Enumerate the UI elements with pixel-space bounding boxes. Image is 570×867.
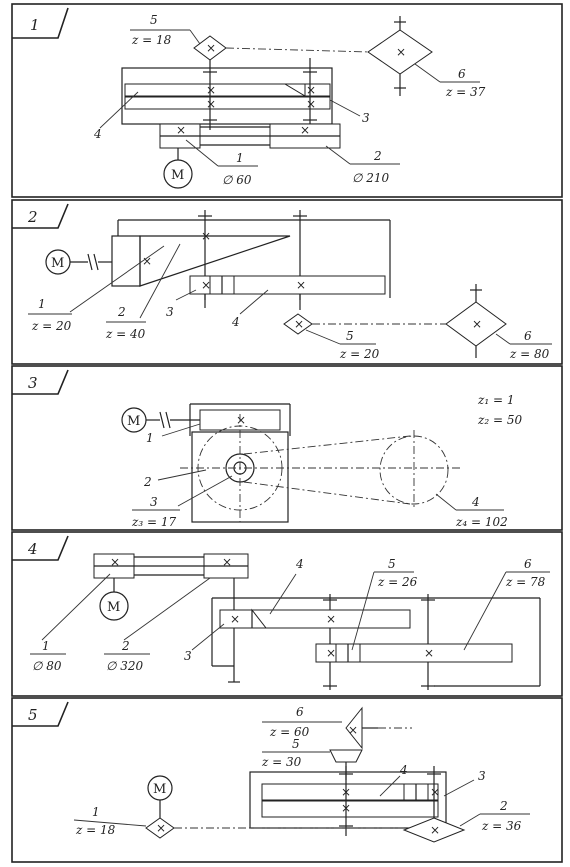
label-6-num: 6 xyxy=(458,67,466,81)
label-6-z: z = 80 xyxy=(509,347,550,361)
panel-number: 4 xyxy=(27,540,38,558)
label-6-z: z = 78 xyxy=(505,575,546,589)
motor-symbol: M xyxy=(153,782,166,797)
panel-number: 2 xyxy=(27,208,38,226)
label-5-z: z = 20 xyxy=(339,347,380,361)
label-5-num: 5 xyxy=(150,13,158,27)
panel-4: 4 × × M × × × × xyxy=(11,531,563,697)
svg-text:×: × xyxy=(201,278,211,292)
label-4: 4 xyxy=(399,763,408,777)
motor-symbol: M xyxy=(107,600,120,615)
label-2-num: 2 xyxy=(121,639,130,653)
svg-text:×: × xyxy=(306,83,316,97)
label-z2: z₂ = 50 xyxy=(477,413,522,427)
label-6-z: z = 37 xyxy=(445,85,486,99)
label-2-z: z = 36 xyxy=(481,819,522,833)
label-1: 1 xyxy=(146,431,154,445)
svg-text:×: × xyxy=(472,317,482,331)
label-2-num: 2 xyxy=(373,149,382,163)
label-4: 4 xyxy=(93,127,102,141)
label-6-num: 6 xyxy=(524,557,532,571)
label-3: 3 xyxy=(166,305,174,319)
label-5-z: z = 30 xyxy=(261,755,302,769)
label-1-num: 1 xyxy=(38,297,46,311)
panel-number: 1 xyxy=(30,16,40,34)
label-5-z: z = 26 xyxy=(377,575,418,589)
svg-text:×: × xyxy=(206,97,216,111)
svg-text:×: × xyxy=(430,785,440,799)
svg-text:×: × xyxy=(201,229,211,243)
label-1-d: ∅ 80 xyxy=(32,659,62,673)
label-1-d: ∅ 60 xyxy=(222,173,252,187)
label-6-z: z = 60 xyxy=(269,725,310,739)
panel-3: 3 M × z₁ = 1 z₂ = 50 1 2 xyxy=(11,365,563,531)
svg-text:×: × xyxy=(206,83,216,97)
label-6-num: 6 xyxy=(524,329,532,343)
label-4: 4 xyxy=(231,315,240,329)
label-1-num: 1 xyxy=(92,805,100,819)
label-5-num: 5 xyxy=(388,557,396,571)
svg-text:×: × xyxy=(142,254,152,268)
svg-text:×: × xyxy=(206,41,216,55)
panel-5: 5 × × × × × M × 6 z = 60 xyxy=(11,697,563,863)
label-4-num: 4 xyxy=(471,495,480,509)
svg-text:×: × xyxy=(110,555,120,569)
svg-text:×: × xyxy=(222,555,232,569)
label-4-z: z₄ = 102 xyxy=(455,515,508,529)
svg-text:×: × xyxy=(430,823,440,837)
svg-text:×: × xyxy=(156,821,166,835)
label-3: 3 xyxy=(184,649,192,663)
label-2-d: ∅ 210 xyxy=(352,171,390,185)
label-3-z: z₃ = 17 xyxy=(131,515,176,529)
label-4: 4 xyxy=(295,557,304,571)
label-2-d: ∅ 320 xyxy=(106,659,144,673)
svg-text:×: × xyxy=(236,413,246,427)
label-3: 3 xyxy=(362,111,370,125)
label-1-z: z = 18 xyxy=(75,823,116,837)
panel-number: 5 xyxy=(28,706,38,724)
panel-1: 1 × × × × × × M × × xyxy=(11,3,563,198)
svg-text:×: × xyxy=(296,278,306,292)
label-5-z: z = 18 xyxy=(131,33,172,47)
motor-symbol: M xyxy=(127,414,140,429)
label-1-num: 1 xyxy=(236,151,244,165)
label-2-num: 2 xyxy=(499,799,508,813)
svg-text:×: × xyxy=(306,97,316,111)
svg-text:×: × xyxy=(326,612,336,626)
label-5-num: 5 xyxy=(346,329,354,343)
svg-text:×: × xyxy=(300,123,310,137)
svg-text:×: × xyxy=(230,612,240,626)
label-2: 2 xyxy=(143,475,152,489)
motor-symbol: M xyxy=(171,168,184,183)
svg-text:×: × xyxy=(424,646,434,660)
svg-text:×: × xyxy=(396,45,406,59)
label-1-num: 1 xyxy=(42,639,50,653)
svg-text:×: × xyxy=(294,317,304,331)
label-2-num: 2 xyxy=(117,305,126,319)
svg-text:×: × xyxy=(176,123,186,137)
svg-text:×: × xyxy=(326,646,336,660)
motor-symbol: M xyxy=(51,256,64,271)
label-3: 3 xyxy=(478,769,486,783)
label-6-num: 6 xyxy=(296,705,304,719)
label-z1: z₁ = 1 xyxy=(477,393,514,407)
panel-2: 2 M × × × × × × xyxy=(11,199,563,365)
label-5-num: 5 xyxy=(292,737,300,751)
label-1-z: z = 20 xyxy=(31,319,72,333)
label-2-z: z = 40 xyxy=(105,327,146,341)
svg-text:×: × xyxy=(348,723,358,737)
panel-number: 3 xyxy=(28,374,38,392)
label-3-num: 3 xyxy=(150,495,158,509)
